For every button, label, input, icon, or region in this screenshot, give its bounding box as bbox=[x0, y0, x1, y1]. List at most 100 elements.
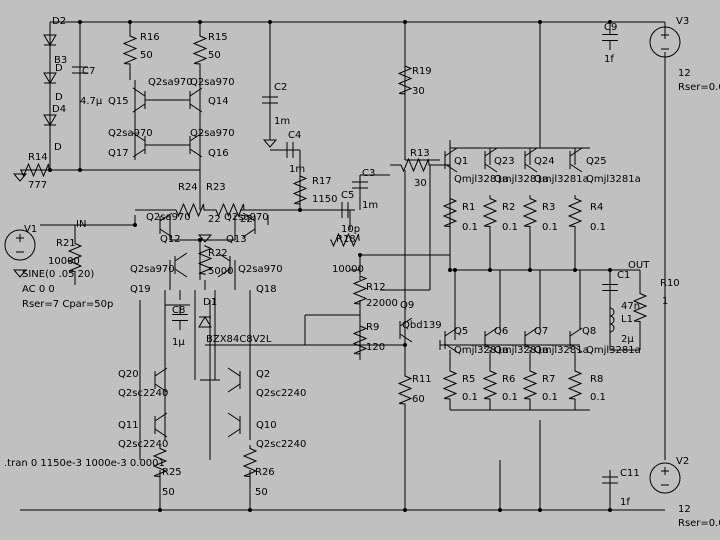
inductor-l1 bbox=[609, 323, 615, 333]
label-r12v: 22000 bbox=[366, 298, 398, 309]
label-c4v: 1m bbox=[289, 164, 305, 175]
label-r5v: 0.1 bbox=[462, 392, 478, 403]
label-r13v: 30 bbox=[414, 178, 427, 189]
transistor-q2 bbox=[227, 367, 241, 393]
label-c7v: 4.7µ bbox=[80, 96, 103, 107]
label-d_b: D bbox=[54, 142, 62, 153]
label-r3v: 0.1 bbox=[542, 222, 558, 233]
capacitor-c1 bbox=[602, 275, 618, 300]
label-q20m: Q2sc2240 bbox=[118, 388, 168, 399]
label-q6: Q6 bbox=[494, 326, 508, 337]
label-qm8: Qmjl3281a bbox=[586, 345, 641, 356]
label-r3: R3 bbox=[542, 202, 555, 213]
label-r1: R1 bbox=[462, 202, 475, 213]
label-c2v: 1m bbox=[274, 116, 290, 127]
label-r11v: 60 bbox=[412, 394, 425, 405]
label-q12m: Q2sa970 bbox=[146, 212, 191, 223]
label-d2: D2 bbox=[52, 16, 66, 27]
label-q5: Q5 bbox=[454, 326, 468, 337]
label-c2: C2 bbox=[274, 82, 287, 93]
label-qm1: Qmjl3281a bbox=[454, 174, 509, 185]
label-r26: R26 bbox=[255, 467, 275, 478]
resistor-r19 bbox=[397, 60, 413, 100]
label-q8: Q8 bbox=[582, 326, 596, 337]
label-sine: SINE(0 .05 20) bbox=[22, 269, 94, 280]
inductor-l1 bbox=[609, 307, 615, 317]
resistor-r11 bbox=[397, 370, 413, 410]
voltage-source-v2 bbox=[649, 462, 681, 494]
label-r9: R9 bbox=[366, 322, 379, 333]
resistor-r10 bbox=[632, 285, 648, 330]
label-v2: V2 bbox=[676, 456, 689, 467]
transistor-q8 bbox=[569, 327, 583, 353]
label-v2r: Rser=0.05 bbox=[678, 518, 720, 529]
transistor-q16 bbox=[189, 132, 203, 158]
label-r24: R24 bbox=[178, 182, 198, 193]
label-c3v: 1m bbox=[362, 200, 378, 211]
label-q19m: Q2sa970 bbox=[130, 264, 175, 275]
voltage-source-v3 bbox=[649, 26, 681, 58]
label-q18m: Q2sa970 bbox=[238, 264, 283, 275]
label-q23: Q23 bbox=[494, 156, 515, 167]
label-r23: R23 bbox=[206, 182, 226, 193]
ground-r14 bbox=[12, 173, 28, 182]
label-r4v: 0.1 bbox=[590, 222, 606, 233]
label-r10v: 1 bbox=[662, 296, 668, 307]
label-r1v: 0.1 bbox=[462, 222, 478, 233]
resistor-r25 bbox=[152, 445, 168, 480]
label-q14: Q14 bbox=[208, 96, 229, 107]
resistor-r13 bbox=[390, 157, 440, 173]
diode-b3 bbox=[43, 72, 57, 84]
resistor-r6 bbox=[482, 370, 498, 400]
label-d: D bbox=[55, 92, 63, 103]
label-c9v: 1f bbox=[604, 54, 614, 65]
resistor-r14 bbox=[20, 162, 50, 178]
transistor-q7 bbox=[524, 327, 538, 353]
transistor-q1 bbox=[444, 147, 458, 173]
label-c7: C7 bbox=[82, 66, 95, 77]
label-c11v: 1f bbox=[620, 497, 630, 508]
transistor-q12 bbox=[159, 212, 173, 238]
label-r11: R11 bbox=[412, 374, 432, 385]
capacitor-c9 bbox=[602, 30, 618, 45]
transistor-q5 bbox=[444, 327, 458, 353]
resistor-r15 bbox=[192, 28, 208, 72]
label-r19: R19 bbox=[412, 66, 432, 77]
label-d_c: D bbox=[55, 63, 63, 74]
resistor-r24 bbox=[170, 202, 210, 218]
label-q15: Q15 bbox=[108, 96, 129, 107]
label-qm23: Qmjl3281a bbox=[494, 174, 549, 185]
label-d1v: BZX84C8V2L bbox=[206, 334, 272, 345]
diode-d2 bbox=[43, 34, 57, 46]
transistor-q10 bbox=[227, 412, 241, 438]
label-r21: R21 bbox=[56, 238, 76, 249]
label-r2: R2 bbox=[502, 202, 515, 213]
label-r5: R5 bbox=[462, 374, 475, 385]
label-r22v: 5000 bbox=[208, 266, 233, 277]
label-q18: Q18 bbox=[256, 284, 277, 295]
label-q11m: Q2sc2240 bbox=[118, 439, 168, 450]
label-r4: R4 bbox=[590, 202, 603, 213]
resistor-r17 bbox=[292, 175, 308, 205]
label-ac: AC 0 0 bbox=[22, 284, 55, 295]
label-qm7: Qmjl3281a bbox=[534, 345, 589, 356]
label-c9: C9 bbox=[604, 22, 617, 33]
resistor-r1 bbox=[442, 195, 458, 230]
label-r23v: 22 bbox=[240, 214, 253, 225]
label-q12: Q12 bbox=[160, 234, 181, 245]
resistor-r18 bbox=[330, 232, 360, 248]
label-c11: C11 bbox=[620, 468, 640, 479]
label-r6v: 0.1 bbox=[502, 392, 518, 403]
label-in: IN bbox=[76, 219, 86, 230]
resistor-r22 bbox=[197, 245, 213, 275]
resistor-r16 bbox=[122, 28, 138, 72]
transistor-q13 bbox=[242, 212, 256, 238]
transistor-q15 bbox=[132, 87, 146, 113]
label-r9v: 120 bbox=[366, 342, 385, 353]
label-q19: Q19 bbox=[130, 284, 151, 295]
label-r15v: 50 bbox=[208, 50, 221, 61]
label-r8v: 0.1 bbox=[590, 392, 606, 403]
resistor-r8 bbox=[567, 370, 583, 400]
transistor-q18 bbox=[217, 252, 231, 278]
